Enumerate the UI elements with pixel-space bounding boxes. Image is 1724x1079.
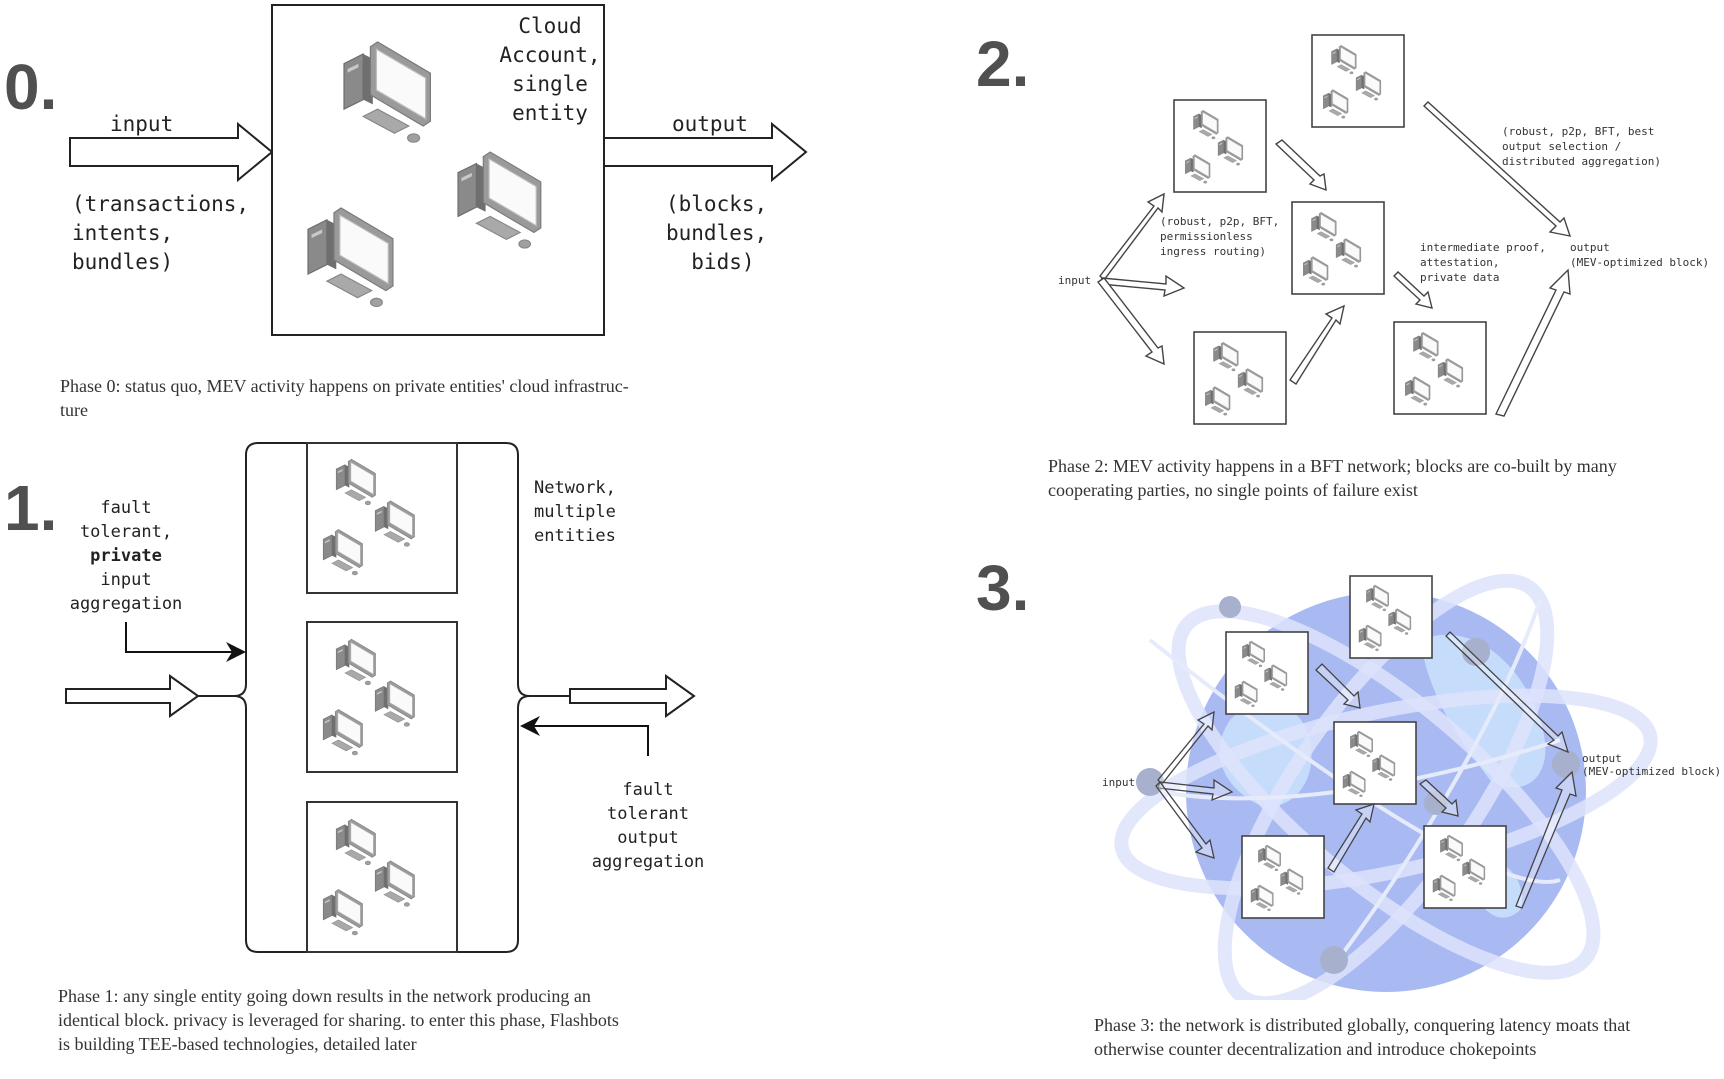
arrow [1515,770,1577,909]
phase-2-number: 2. [976,28,1030,100]
output-node [1552,750,1580,778]
arrow [1099,192,1165,282]
input-detail: (transactions, intents, bundles) [72,192,250,274]
cloud-account-label: Cloud Account, single entity [499,14,601,125]
input-label: input [1102,776,1136,789]
arrow [1099,274,1186,298]
arrow [1418,779,1459,817]
output-label: output (MEV-optimized block) [1570,241,1710,269]
phase-0-number: 0. [4,51,58,123]
arrow [1315,663,1361,709]
output-arrow [569,674,696,718]
phase-0-caption: Phase 0: status quo, MEV activity happen… [60,376,629,420]
node-box [1193,331,1287,425]
output-label: output [672,112,748,136]
input-arrow [65,674,200,718]
input-aggregation-note: fault tolerant, private input aggregatio… [64,496,188,616]
arrow [1392,271,1433,309]
output-aggregation-note: fault tolerant output aggregation [591,780,705,872]
network-label: Network, multiple entities [534,478,616,546]
arrow [1422,101,1572,237]
output-label: output (MEV-optimized block) [1582,752,1722,778]
orbit-node [1424,791,1448,815]
intermediate-note: intermediate proof, attestation, private… [1420,241,1546,284]
phase-3-number: 3. [976,552,1030,624]
arrow [1274,139,1327,192]
output-aggregation-arrow [520,716,649,756]
input-label: input [110,112,174,136]
private-input-arrow [125,622,246,662]
phase-2-caption: Phase 2: MEV activity happens in a BFT n… [1048,456,1617,500]
phase-1-diagram [65,442,696,953]
arrow [1157,710,1215,785]
arrow [1096,277,1165,366]
note-text: input aggregation [69,570,183,614]
output-selection-note: (robust, p2p, BFT, best output selection… [1502,125,1661,168]
node-box [1311,34,1405,128]
arrow [1445,631,1570,754]
input-label: input [1058,274,1092,287]
phase-0-diagram [69,4,808,336]
arrow [1155,781,1215,859]
orbit-node [1219,596,1241,618]
ingress-routing-note: (robust, p2p, BFT, permissionless ingres… [1160,215,1280,258]
arrow [1289,304,1345,385]
output-detail: (blocks, bundles, bids) [666,192,768,274]
note-text: fault tolerant, [79,498,173,542]
input-node [1136,768,1164,796]
arrow [1157,778,1234,802]
cloud-account-box [271,4,605,336]
arrow [1494,268,1571,417]
phase-3-caption: Phase 3: the network is distributed glob… [1094,1015,1631,1059]
input-arrow [69,121,274,183]
arrow [1327,803,1375,873]
flow-arrows [1096,101,1572,417]
phase-2-diagram [1096,34,1572,425]
phase-1-caption: Phase 1: any single entity going down re… [58,986,619,1054]
orbit-node [1320,946,1348,974]
phase-3-diagram [1114,573,1658,1000]
output-arrow [603,121,808,183]
phase-1-number: 1. [4,472,58,544]
private-emphasis: private [90,546,162,566]
flow-arrows [1155,631,1577,909]
